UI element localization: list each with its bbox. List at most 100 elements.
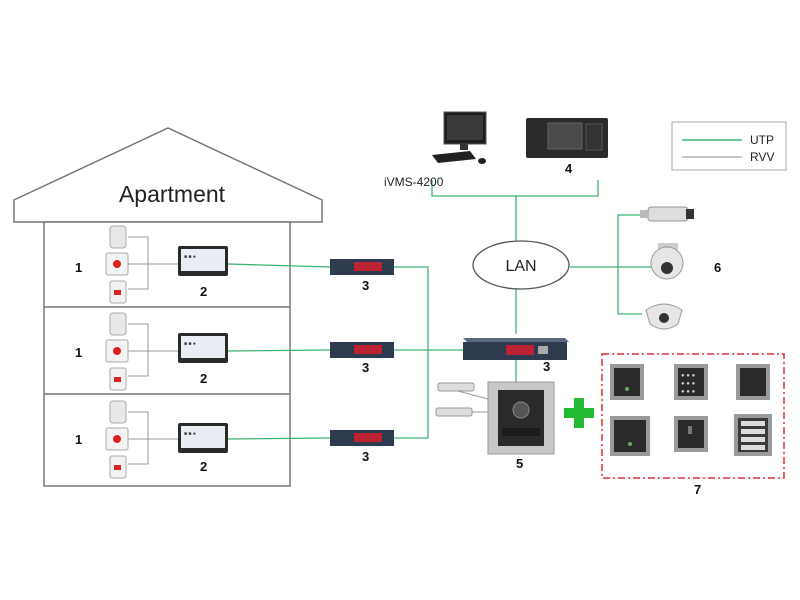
indicator-led bbox=[625, 387, 629, 391]
electric-lock-icon bbox=[435, 407, 473, 417]
legend-rvv-label: RVV bbox=[750, 150, 774, 164]
emergency-button-dot bbox=[113, 347, 121, 355]
building-roof bbox=[13, 127, 323, 223]
legend-box bbox=[671, 121, 787, 171]
dome-camera-lens bbox=[659, 313, 669, 323]
main-switch-uplink bbox=[538, 346, 548, 354]
indoor-monitor-number: 2 bbox=[200, 371, 207, 386]
rvv-wire bbox=[128, 323, 149, 377]
utp-line bbox=[227, 263, 331, 268]
plus-vertical bbox=[574, 398, 584, 428]
motion-detector-icon bbox=[109, 400, 127, 424]
main-switch: 3 bbox=[463, 338, 569, 374]
master-station-keys bbox=[585, 123, 603, 151]
electric-lock-icon bbox=[437, 382, 475, 392]
switch-ports bbox=[354, 433, 382, 442]
call-button bbox=[741, 437, 765, 442]
modules-number: 7 bbox=[694, 482, 701, 497]
resident-devices-number: 1 bbox=[75, 345, 82, 360]
management-pc: iVMS-4200 bbox=[384, 111, 487, 189]
utp-cabling bbox=[227, 180, 655, 440]
door-station-speaker bbox=[502, 428, 540, 436]
rvv-wire bbox=[128, 411, 149, 465]
door-sensor-mark bbox=[114, 465, 121, 470]
switch-number: 3 bbox=[362, 360, 369, 375]
legend-utp-label: UTP bbox=[750, 133, 774, 147]
door-sensor-mark bbox=[114, 377, 121, 382]
resident-devices-number: 1 bbox=[75, 260, 82, 275]
software-label: iVMS-4200 bbox=[384, 175, 444, 189]
resident-devices-number: 1 bbox=[75, 432, 82, 447]
call-button bbox=[741, 429, 765, 434]
floor-switch: 3 bbox=[330, 342, 394, 375]
call-button bbox=[741, 421, 765, 426]
utp-line bbox=[227, 349, 331, 352]
indoor-monitor-screen bbox=[181, 426, 225, 448]
fingerprint-sensor bbox=[688, 426, 692, 434]
switch-number: 3 bbox=[362, 449, 369, 464]
floor-switch: 3 bbox=[330, 259, 394, 293]
switch-number: 3 bbox=[362, 278, 369, 293]
utp-line bbox=[394, 266, 429, 439]
indicator-face bbox=[740, 368, 766, 396]
camera-group-number: 6 bbox=[714, 260, 721, 275]
door-station: 5 bbox=[435, 381, 555, 471]
bullet-camera-mount bbox=[640, 210, 648, 218]
pc-monitor-screen bbox=[447, 115, 483, 140]
plus-icon bbox=[564, 398, 594, 428]
indoor-monitor-screen bbox=[181, 336, 225, 358]
building-body bbox=[43, 221, 291, 487]
main-switch-top bbox=[463, 338, 569, 342]
emergency-button-dot bbox=[113, 260, 121, 268]
floor-3: ■ ■ ● 1 2 bbox=[75, 400, 228, 479]
blank-module-face bbox=[614, 420, 646, 452]
management-number: 4 bbox=[565, 161, 573, 176]
utp-line bbox=[617, 214, 642, 315]
floor-2: ■ ■ ● 1 2 bbox=[75, 312, 228, 391]
floor-1: ■ ■ ● 1 2 bbox=[75, 225, 228, 304]
pc-stand bbox=[460, 144, 468, 150]
camera-group: 6 bbox=[640, 206, 721, 330]
lan-cloud: LAN bbox=[472, 240, 570, 290]
indoor-monitor-screen bbox=[181, 249, 225, 271]
monitor-screen-glyph: ■ ■ ● bbox=[184, 431, 196, 437]
building-title: Apartment bbox=[119, 181, 226, 207]
extension-modules: ● ● ● ● ● ● ● ● ● 7 bbox=[601, 353, 785, 497]
speed-dome-lens bbox=[661, 262, 673, 274]
modules-border bbox=[601, 353, 785, 479]
emergency-button-dot bbox=[113, 435, 121, 443]
indicator-led bbox=[628, 442, 632, 446]
bullet-camera-icon bbox=[647, 206, 689, 222]
utp-line bbox=[227, 437, 331, 440]
switch-ports bbox=[354, 262, 382, 271]
indoor-monitor-number: 2 bbox=[200, 284, 207, 299]
mouse-icon bbox=[478, 158, 486, 164]
main-switch-ports bbox=[506, 345, 534, 355]
motion-detector-icon bbox=[109, 312, 127, 336]
apartment-building: Apartment bbox=[13, 127, 323, 487]
legend: UTP RVV bbox=[671, 121, 787, 171]
lan-label: LAN bbox=[505, 258, 536, 275]
keypad-keys: ● ● ● bbox=[681, 373, 696, 379]
utp-line bbox=[431, 180, 599, 197]
rvv-wire bbox=[128, 236, 149, 290]
keypad-face bbox=[678, 368, 704, 396]
card-reader-face bbox=[614, 368, 640, 396]
master-station-screen bbox=[547, 122, 583, 150]
rvv-wire bbox=[457, 390, 489, 400]
monitor-screen-glyph: ■ ■ ● bbox=[184, 254, 196, 260]
keypad-keys: ● ● ● bbox=[681, 381, 696, 387]
keyboard-icon bbox=[432, 151, 476, 163]
door-station-number: 5 bbox=[516, 456, 523, 471]
monitor-screen-glyph: ■ ■ ● bbox=[184, 341, 196, 347]
lan-ellipse bbox=[472, 240, 570, 290]
keypad-keys: ● ● ● bbox=[681, 389, 696, 395]
indoor-monitor-number: 2 bbox=[200, 459, 207, 474]
switch-ports bbox=[354, 345, 382, 354]
main-switch-number: 3 bbox=[543, 359, 550, 374]
door-sensor-mark bbox=[114, 290, 121, 295]
door-station-camera bbox=[512, 401, 530, 419]
floor-switch: 3 bbox=[330, 430, 394, 464]
motion-detector-icon bbox=[109, 225, 127, 249]
